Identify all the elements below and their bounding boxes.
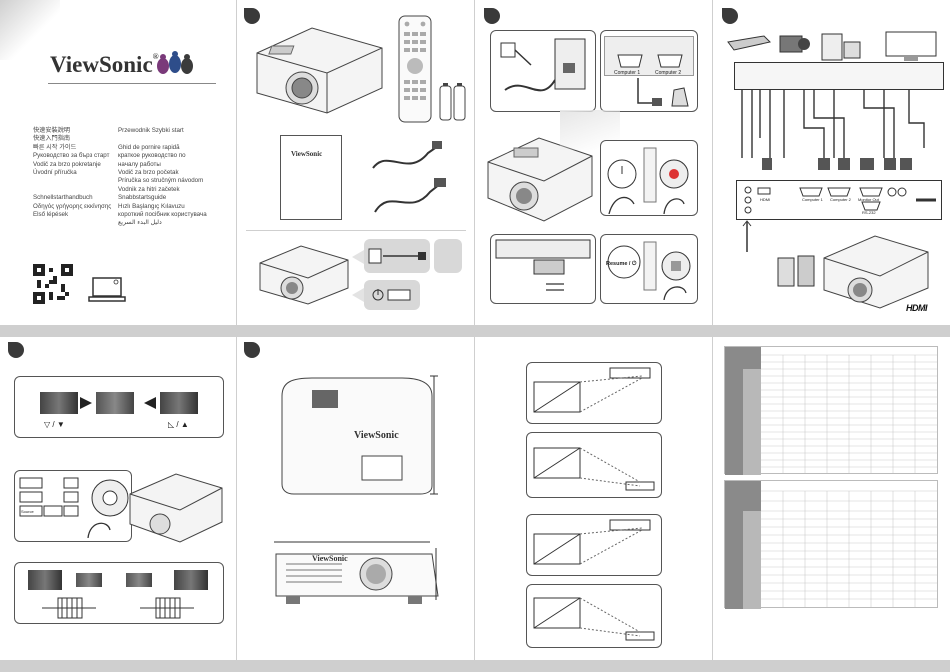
- resume-label: Resume / ⏻: [606, 261, 637, 267]
- step-badge-2: [484, 8, 500, 24]
- projector-illustration: [256, 27, 383, 114]
- laptop-icon: [88, 277, 126, 302]
- projector-keystone-illustration: [129, 473, 223, 543]
- vga-port-1-icon: [617, 54, 643, 68]
- vga-port-2-icon: [657, 54, 683, 68]
- remote-control-illustration: [398, 15, 432, 123]
- dvd-player-icon: [727, 35, 771, 51]
- hdmi-port-label: HDMI: [760, 197, 771, 202]
- throw-table-2: [724, 480, 938, 609]
- arrow-left-icon-3: [144, 397, 156, 409]
- source-button-label[interactable]: Source: [21, 509, 34, 514]
- throw-table-1: [724, 346, 938, 475]
- keystone-label-left: ▽ / ▼: [44, 420, 65, 429]
- power-plug-icon: [368, 248, 426, 264]
- vga-cable-to-laptop-illustration: [637, 78, 689, 107]
- step-badge-4: [8, 342, 24, 358]
- zoom-image-4: [174, 570, 208, 590]
- cable-bundle-illustration: [741, 90, 925, 170]
- monitor-icon: [885, 31, 937, 61]
- rear-ports-icon: [744, 186, 936, 214]
- speakers-icon: [777, 255, 815, 287]
- horizontal-rule-box: [246, 230, 466, 231]
- keypad-illustration: [19, 477, 129, 538]
- divider-band-bottom: [0, 660, 950, 672]
- separator-3: [712, 0, 713, 325]
- step-badge-1: [244, 8, 260, 24]
- arrow-left-icon: [352, 250, 364, 264]
- throw-lines-3: [533, 519, 651, 565]
- separator-2: [474, 0, 475, 325]
- table-grid-2: [761, 490, 937, 607]
- rear-panel: [736, 180, 942, 220]
- computer-1-port-label: Computer 1: [802, 197, 823, 202]
- keystone-image-2: [96, 392, 134, 414]
- power-cord-illustration: [372, 141, 442, 169]
- step-badge-5: [244, 342, 260, 358]
- separator-4: [236, 337, 237, 660]
- divider-band-middle: [0, 325, 950, 337]
- focus-lever-icon: [140, 597, 194, 619]
- arrow-left-icon-2: [352, 288, 364, 302]
- projector-rear-illustration: [823, 235, 929, 309]
- brand-logo: ViewSonic®: [50, 52, 159, 77]
- throw-lines-1: [533, 367, 651, 413]
- rs232-label: RS-232: [862, 210, 876, 215]
- computer-1-label: Computer 1: [614, 70, 641, 76]
- step-badge-3: [722, 8, 738, 24]
- zoom-lever-icon: [42, 597, 96, 619]
- quick-start-booklet: ViewSonic: [280, 135, 342, 220]
- finger-press-power-illustration: [607, 147, 689, 214]
- qr-code-icon: [33, 264, 73, 304]
- top-view-brand: ViewSonic: [354, 430, 399, 441]
- keystone-image-3: [160, 392, 198, 414]
- front-view-brand: ViewSonic: [312, 554, 348, 563]
- power-button-icon: [372, 289, 411, 301]
- keystone-image-1: [40, 392, 78, 414]
- finger-resume-illustration: [607, 241, 691, 300]
- dimension-lines-top: [430, 375, 438, 495]
- desktop-pc-icon: [821, 33, 861, 61]
- projector-small-illustration: [259, 245, 349, 305]
- throw-lines-2: [533, 447, 655, 491]
- logo-underline: [48, 83, 216, 84]
- focus-adjust-illustration: [495, 239, 591, 291]
- separator-5: [474, 337, 475, 660]
- throw-lines-4: [533, 597, 655, 641]
- hdmi-logo: HDMI: [906, 303, 928, 313]
- arrow-right-icon: [80, 397, 92, 409]
- batteries-illustration: [439, 83, 466, 121]
- projector-front-view: [275, 553, 439, 604]
- camcorder-icon: [779, 35, 810, 53]
- table-grid-1: [761, 354, 937, 473]
- computer-2-label: Computer 2: [655, 70, 682, 76]
- zoom-image-1: [28, 570, 62, 590]
- zoom-image-2: [76, 573, 102, 587]
- projector-top-view: [281, 377, 433, 495]
- monitor-out-label: Monitor Out: [858, 197, 879, 202]
- audio-cable-down-icon: [742, 220, 752, 252]
- source-ports-strip: [734, 62, 944, 90]
- socket-panel: [434, 239, 462, 273]
- separator-6: [712, 337, 713, 660]
- computer-2-port-label: Computer 2: [830, 197, 851, 202]
- power-cable-connection-illustration: [500, 38, 586, 92]
- birds-logo-icon: [157, 51, 193, 74]
- vga-cable-illustration: [374, 178, 446, 213]
- projector-large-illustration: [487, 137, 593, 222]
- zoom-image-3: [126, 573, 152, 587]
- dimension-lines-front: [274, 541, 437, 600]
- keystone-label-right: ◺ / ▲: [168, 420, 189, 429]
- corner-decoration: [0, 0, 60, 60]
- separator-1: [236, 0, 237, 325]
